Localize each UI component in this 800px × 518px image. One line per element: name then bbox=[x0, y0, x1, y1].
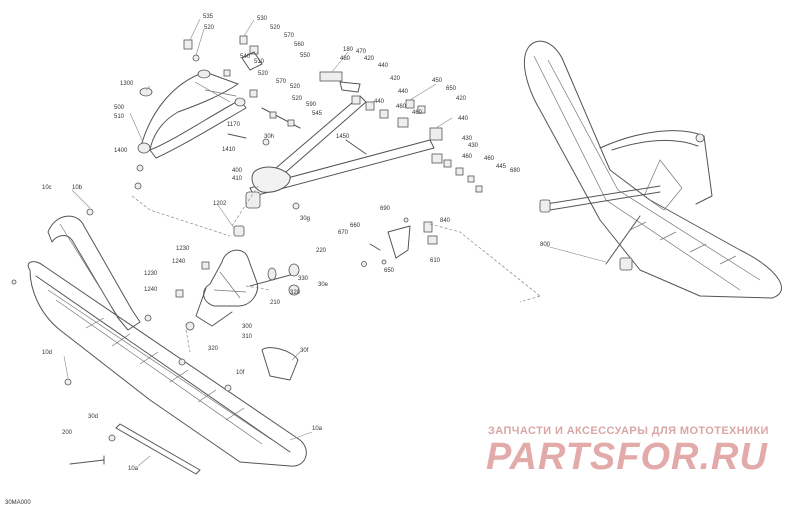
callout-label: 430 bbox=[462, 136, 473, 142]
callout-label: 535 bbox=[203, 14, 214, 20]
callout-label: 1450 bbox=[336, 134, 350, 140]
callout-label: 10f bbox=[236, 370, 245, 376]
assembled-ski bbox=[523, 40, 782, 299]
callout-label: 520 bbox=[258, 71, 269, 77]
callout-label: 450 bbox=[432, 78, 443, 84]
callout-label: 10a bbox=[312, 426, 323, 432]
callout-label: 440 bbox=[374, 99, 385, 105]
callout-label: 210 bbox=[270, 300, 281, 306]
callout-label: 180 bbox=[343, 47, 354, 53]
callout-label: 470 bbox=[356, 49, 367, 55]
ski-leg-spindle bbox=[175, 249, 300, 331]
callout-label: 610 bbox=[430, 258, 441, 264]
callout-label: 510 bbox=[114, 114, 125, 120]
callout-label: 320 bbox=[208, 346, 219, 352]
callout-label: 320 bbox=[290, 290, 301, 296]
callout-label: 445 bbox=[496, 164, 507, 170]
callout-label: 530 bbox=[257, 16, 268, 22]
callout-label: 545 bbox=[312, 111, 323, 117]
callout-label: 30d bbox=[88, 414, 98, 420]
callout-label: 300 bbox=[242, 324, 253, 330]
callout-label: 1300 bbox=[120, 81, 134, 87]
callout-label: 1230 bbox=[176, 246, 190, 252]
callout-label: 520 bbox=[292, 96, 303, 102]
callout-label: 460 bbox=[484, 156, 495, 162]
callout-label: 310 bbox=[242, 334, 253, 340]
callout-label: 420 bbox=[456, 96, 467, 102]
callout-label: 400 bbox=[232, 168, 243, 174]
tie-rod-assembly bbox=[233, 71, 483, 237]
callout-label: 480 bbox=[340, 56, 351, 62]
callout-label: 1410 bbox=[222, 147, 236, 153]
callout-label: 220 bbox=[316, 248, 327, 254]
callout-label: 670 bbox=[338, 230, 349, 236]
callout-label: 840 bbox=[440, 218, 451, 224]
callout-label: 660 bbox=[350, 223, 361, 229]
ski-handle bbox=[47, 208, 152, 331]
watermark-logo: PARTSFOR.RU bbox=[486, 436, 768, 478]
callout-label: 430 bbox=[468, 143, 479, 149]
callout-label: 570 bbox=[284, 33, 295, 39]
watermark-slogan: ЗАПЧАСТИ И АКСЕССУАРЫ ДЛЯ МОТОТЕХНИКИ bbox=[488, 425, 769, 437]
callout-label: 520 bbox=[290, 84, 301, 90]
upper-a-arm bbox=[134, 69, 247, 190]
callout-label: 460 bbox=[462, 154, 473, 160]
callout-label: 1170 bbox=[227, 122, 241, 128]
callout-labels: 535 520 530 520 570 560 1300 540 510 520… bbox=[42, 14, 551, 472]
callout-label: 550 bbox=[300, 53, 311, 59]
callout-label: 590 bbox=[306, 102, 317, 108]
callout-label: 680 bbox=[510, 168, 521, 174]
callout-label: 520 bbox=[270, 25, 281, 31]
centre-small-hardware bbox=[361, 217, 438, 267]
callout-label: 500 bbox=[114, 105, 125, 111]
callout-label: 410 bbox=[232, 176, 243, 182]
callout-label: 30g bbox=[300, 216, 310, 222]
drawing-code: 30MA000 bbox=[5, 500, 31, 506]
callout-label: 30e bbox=[318, 282, 329, 288]
callout-label: 10a bbox=[128, 466, 139, 472]
left-ski bbox=[11, 261, 307, 475]
callout-label: 1400 bbox=[114, 148, 128, 154]
callout-label: 1240 bbox=[144, 287, 158, 293]
callout-label: 440 bbox=[458, 116, 469, 122]
callout-label: 30h bbox=[264, 134, 274, 140]
assembly-guides bbox=[131, 185, 541, 353]
callout-label: 440 bbox=[378, 63, 389, 69]
callout-label: 510 bbox=[254, 59, 265, 65]
callout-label: 460 bbox=[412, 110, 423, 116]
callout-label: 520 bbox=[204, 25, 215, 31]
callout-label: 1240 bbox=[172, 259, 186, 265]
callout-label: 10c bbox=[42, 185, 52, 191]
callout-leaders bbox=[63, 18, 607, 467]
callout-label: 800 bbox=[540, 242, 551, 248]
callout-label: 690 bbox=[380, 206, 391, 212]
callout-label: 420 bbox=[390, 76, 401, 82]
callout-label: 460 bbox=[396, 104, 407, 110]
callout-label: 540 bbox=[240, 54, 251, 60]
callout-label: 560 bbox=[294, 42, 305, 48]
callout-label: 650 bbox=[384, 268, 395, 274]
upper-arm-hardware bbox=[183, 35, 301, 146]
callout-label: 440 bbox=[398, 89, 409, 95]
callout-label: 30f bbox=[300, 348, 309, 354]
callout-label: 650 bbox=[446, 86, 457, 92]
callout-label: 10d bbox=[42, 350, 52, 356]
callout-label: 200 bbox=[62, 430, 73, 436]
callout-label: 570 bbox=[276, 79, 287, 85]
callout-label: 1202 bbox=[213, 201, 227, 207]
callout-label: 330 bbox=[298, 276, 309, 282]
callout-label: 420 bbox=[364, 56, 375, 62]
callout-label: 10b bbox=[72, 185, 83, 191]
callout-label: 1230 bbox=[144, 271, 158, 277]
